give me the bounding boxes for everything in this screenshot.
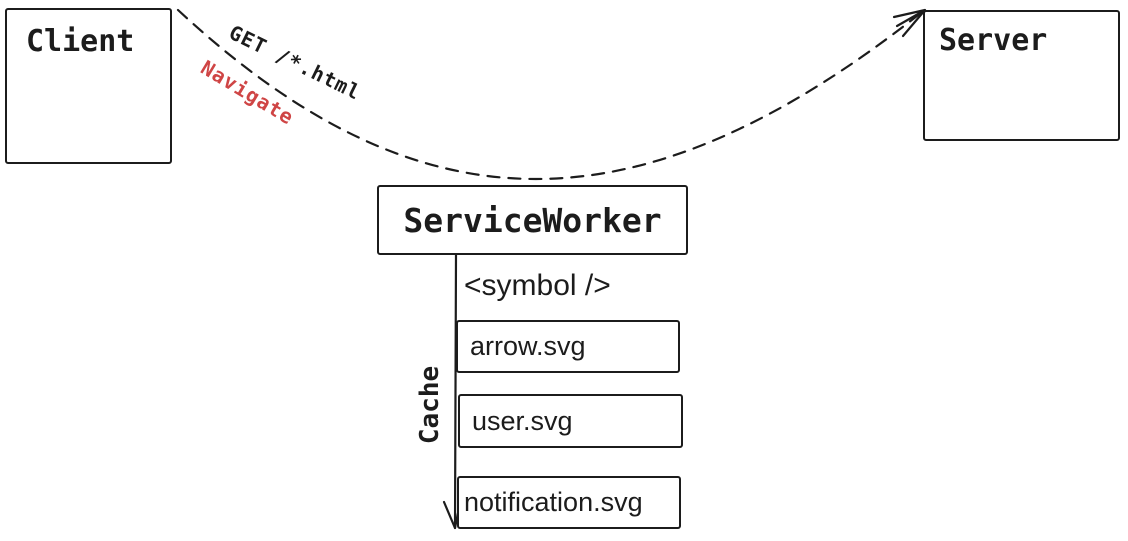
- symbol-tag-label: <symbol />: [464, 269, 611, 302]
- service-worker-node: ServiceWorker: [377, 185, 688, 255]
- cache-label: Cache: [415, 365, 445, 445]
- cache-item-user-svg: user.svg: [458, 394, 683, 448]
- client-node: Client: [5, 8, 172, 164]
- client-label: Client: [26, 24, 135, 59]
- service-worker-label: ServiceWorker: [403, 200, 662, 240]
- server-node: Server: [923, 10, 1120, 141]
- request-arrowhead-icon: [892, 8, 927, 38]
- server-label: Server: [939, 23, 1048, 58]
- request-curve: [176, 8, 924, 180]
- cache-line: [453, 252, 458, 530]
- cache-item-label: user.svg: [472, 405, 573, 436]
- cache-item-arrow-svg: arrow.svg: [456, 320, 680, 373]
- cache-item-label: notification.svg: [464, 487, 643, 517]
- cache-item-notification-svg: notification.svg: [457, 476, 681, 529]
- cache-item-label: arrow.svg: [470, 331, 586, 361]
